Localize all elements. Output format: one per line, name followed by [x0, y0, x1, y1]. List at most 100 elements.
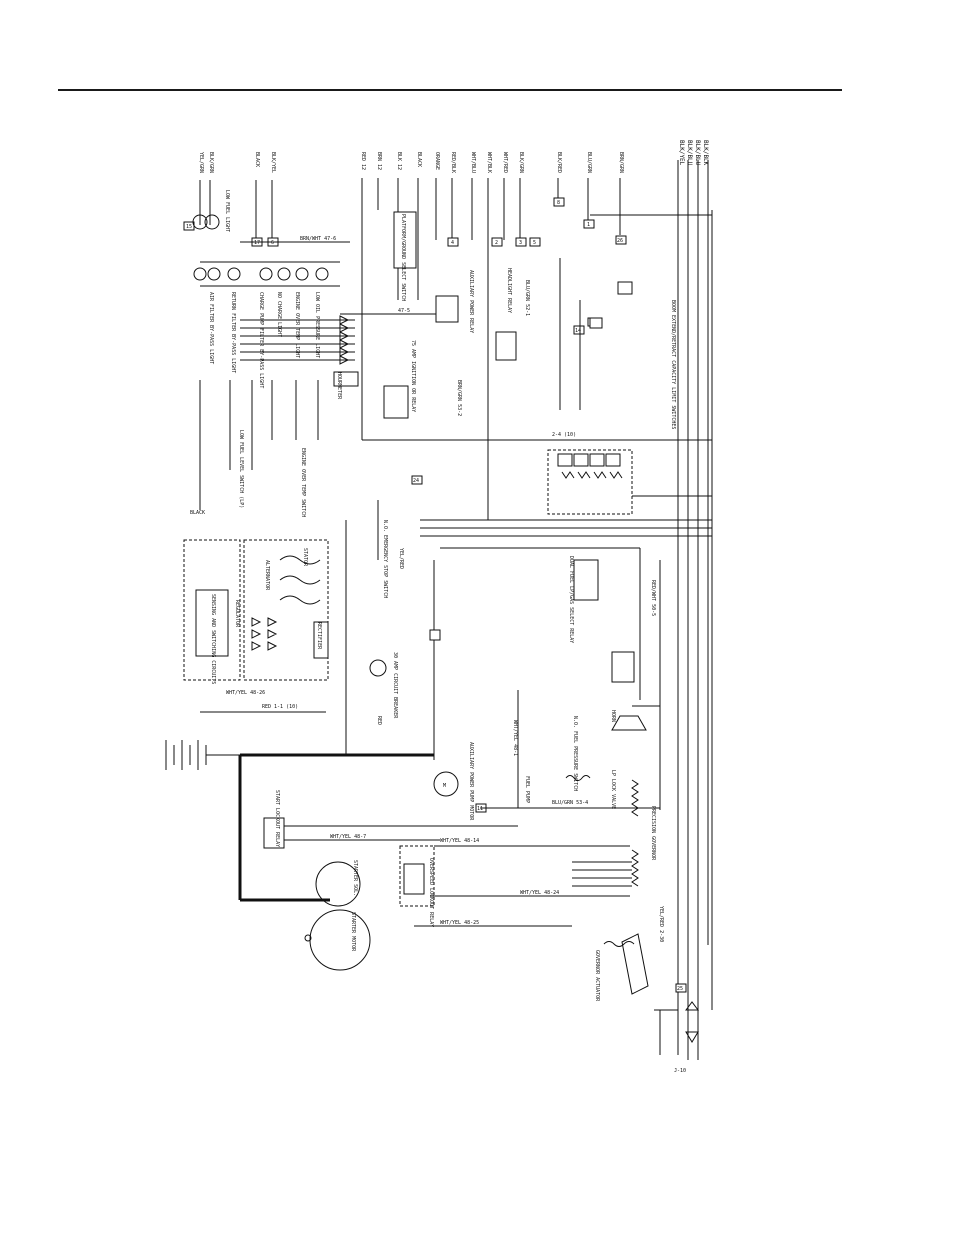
wire-label: YEL/GRN	[198, 152, 204, 173]
wire-label: BLACK	[416, 152, 422, 167]
wire-label: BLK/BLK	[702, 140, 709, 166]
component-label: ALTERNATOR	[264, 560, 270, 591]
terminal-number: 14	[575, 328, 581, 334]
component-label: AUXILIARY POWER PUMP MOTOR	[468, 742, 474, 821]
header-rule	[58, 89, 842, 91]
wire-label: BLACK	[254, 152, 260, 167]
component-label: NO CHARGE LIGHT	[276, 292, 282, 337]
component-label: LOW FUEL LIGHT	[224, 190, 230, 232]
component-label: ENGINE OVER TEMP SWITCH	[300, 448, 306, 517]
component-label: GOVERNOR ACTUATOR	[594, 950, 600, 1002]
wire-label: BLK/GRN	[208, 152, 214, 173]
component-label: STARTER SOL.	[352, 860, 358, 896]
component-label: 75 AMP IGNITION OR RELAY	[410, 340, 416, 412]
relay-block-upper: PLATFORM/GROUND SELECT SWITCH AUXILIARY …	[340, 211, 712, 441]
dual-fuel-section: DUAL FUEL LP/GAS SELECT RELAY RED/WHT 50…	[345, 500, 661, 810]
terminal-number: 6	[271, 240, 274, 246]
wire-tag: WHT/YEL 48-1	[512, 720, 518, 756]
component-label: LOW FUEL LEVEL SWITCH (LP)	[238, 430, 244, 508]
svg-text:M: M	[443, 783, 446, 789]
terminal-number: 1	[587, 222, 590, 228]
terminal-number: 15	[186, 224, 192, 230]
indicator-lights: LOW FUEL LIGHT AIR FILTER BY-PASS LIGHT …	[192, 190, 350, 388]
component-label: STARTER MOTOR	[350, 912, 356, 952]
wire-tag: YEL/RED	[398, 548, 404, 569]
wire-tag: WHT/YEL 48-26	[226, 690, 265, 696]
component-label: LOW OIL PRESSURE LIGHT	[314, 292, 320, 358]
wire-label: BLU/GRN	[586, 152, 592, 173]
wire-label: BLK/YEL	[678, 140, 685, 166]
wire-tag: WHT/YEL 48-24	[520, 890, 559, 896]
component-label: REGULATOR	[234, 600, 240, 628]
wire-tag: RED 1-1 (10)	[262, 704, 298, 710]
wire-tag: WHT/YEL 48-25	[440, 920, 479, 926]
component-label: BOOM EXTEND/RETRACT CAPACITY LIMIT SWITC…	[670, 300, 676, 429]
wire-label: WHT/BLK	[486, 152, 492, 173]
wire-label: BLK/BLU	[686, 140, 693, 166]
terminal-number: 3	[519, 240, 522, 246]
component-label: LP LOCK VALVE	[610, 770, 616, 809]
governor-section: PRECISION GOVERNOR YEL/RED 2-30 GOVERNOR…	[594, 779, 699, 1055]
component-label: HORN	[610, 710, 616, 722]
wire-label: BLK/RED	[556, 152, 562, 173]
wire-tag: BLU/GRN 53-4	[552, 800, 588, 806]
wire-tag: BRN/GRN 53-2	[456, 380, 462, 416]
component-label: START LOCKOUT RELAY	[274, 790, 280, 847]
diode-stack: HOURMETER	[240, 315, 359, 400]
component-label: RECTIFIER	[316, 622, 322, 650]
component-label: ENGINE OVER TEMP LIGHT	[294, 292, 300, 358]
component-label: N.O. FUEL PRESSURE SWITCH	[572, 716, 578, 791]
connector-block	[420, 449, 712, 537]
wire-tag: RED	[376, 716, 382, 725]
wire-tag: BLU/GRN 52-1	[524, 280, 530, 316]
wire-tag: 2-4 (10)	[552, 432, 576, 438]
component-label: STATOR	[302, 548, 308, 567]
terminal-number: 4	[451, 240, 454, 246]
terminal-number: 17	[254, 240, 260, 246]
component-label: PLATFORM/GROUND SELECT SWITCH	[400, 214, 406, 301]
wire-tag: WHT/YEL 48-14	[440, 838, 479, 844]
wire-tag: BLACK	[190, 510, 205, 516]
wire-label: BLK/BLU	[694, 140, 701, 166]
component-label: CHARGE PUMP FILTER BY-PASS LIGHT	[258, 292, 264, 388]
component-label: DUAL FUEL LP/GAS SELECT RELAY	[568, 556, 574, 643]
wire-tag: BRN/WHT 47-6	[300, 236, 336, 242]
right-bus-wires	[677, 160, 713, 1060]
component-label: AIR FILTER BY-PASS LIGHT	[208, 292, 214, 364]
fuel-system: N.O. FUEL PRESSURE SWITCH LP LOCK VALVE …	[429, 560, 660, 821]
component-label: PRECISION GOVERNOR	[650, 806, 656, 861]
component-label: N.O. EMERGENCY STOP SWITCH	[382, 520, 388, 598]
component-label: HEADLIGHT RELAY	[506, 268, 512, 313]
wire-label: BLK/GRN	[518, 152, 524, 173]
component-label: AUXILIARY POWER RELAY	[468, 270, 474, 333]
overspeed-section: OVERSPEED LOCKOUT RELAY WHT/YEL 48-14 WH…	[399, 838, 632, 927]
starter-section: START LOCKOUT RELAY WHT/YEL 48-7 STARTER…	[263, 790, 518, 971]
terminal-number: 5	[533, 240, 536, 246]
wire-label: WHT/BLU	[470, 152, 476, 173]
wire-label: BLK/YEL	[270, 152, 276, 173]
component-label: OVERSPEED LOCKOUT RELAY	[428, 858, 434, 927]
top-wire-labels: BLK/BLK BLK/BLU BLK/BLU BLK/YEL	[678, 140, 709, 166]
component-label: SENSING AND SWITCHING CIRCUITS	[210, 594, 216, 684]
wire-tag: WHT/YEL 48-7	[330, 834, 366, 840]
terminal-number: 2	[495, 240, 498, 246]
terminal-number: 8	[557, 200, 560, 206]
terminal-number: 24	[413, 478, 419, 484]
wire-tag: YEL/RED 2-30	[658, 906, 664, 942]
terminal-number: 26	[617, 238, 623, 244]
wire-tag: RED/WHT 50-5	[650, 580, 656, 616]
alternator-block: SENSING AND SWITCHING CIRCUITS REGULATOR…	[183, 539, 329, 713]
wire-label: BLK 12	[396, 152, 402, 170]
component-label: FUEL PUMP	[524, 776, 530, 803]
wire-label: BRN 12	[376, 152, 382, 170]
boom-limit-switches: BOOM EXTEND/RETRACT CAPACITY LIMIT SWITC…	[559, 214, 712, 429]
sender-switches: LOW FUEL LEVEL SWITCH (LP) ENGINE OVER T…	[190, 380, 319, 517]
wire-tag: 47-5	[398, 308, 410, 314]
terminal-number: 25	[677, 986, 683, 992]
wire-label: RED/BLK	[450, 152, 456, 173]
component-label: HOURMETER	[336, 372, 342, 400]
wire-label: ORANGE	[434, 152, 440, 170]
component-label: 30 AMP CIRCUIT BREAKER	[392, 652, 398, 719]
